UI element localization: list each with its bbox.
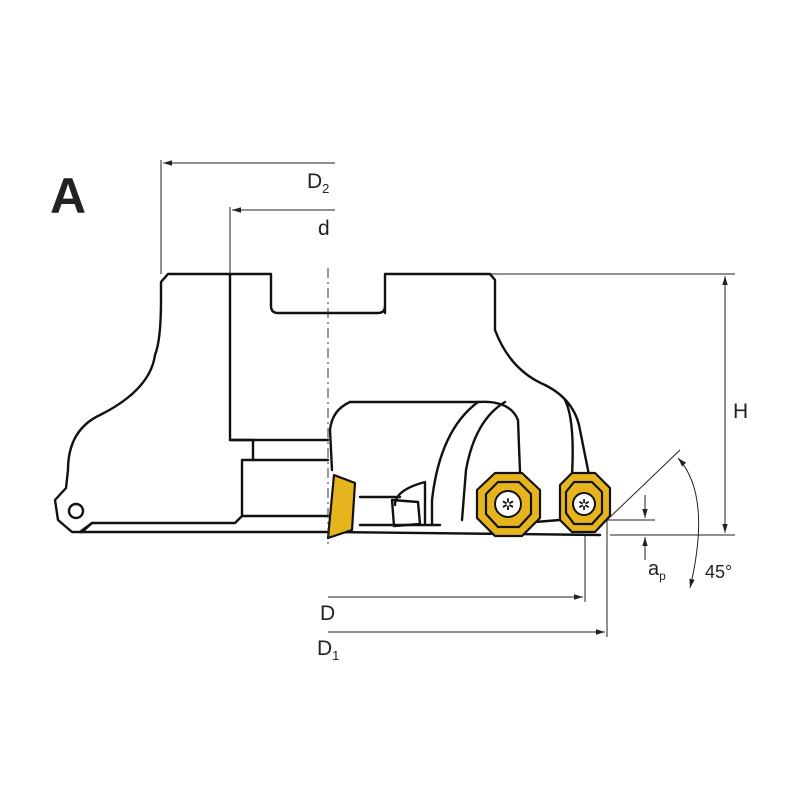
label-d: d [318, 217, 330, 240]
insert-right: ✲ [558, 471, 612, 534]
torx-screw-icon: ✲ [501, 497, 514, 514]
pocket-1 [348, 400, 522, 474]
coolant-hole [67, 502, 85, 520]
label-ap: ap [648, 558, 666, 583]
label-D1: D1 [317, 637, 339, 663]
keyway-left [228, 272, 330, 315]
insert-center: ✲ [475, 471, 542, 538]
label-D2: D2 [307, 170, 329, 196]
angle-arc [677, 457, 700, 589]
angle-line [606, 449, 681, 521]
bore-lines [78, 438, 330, 534]
torx-screw-icon: ✲ [578, 498, 591, 514]
insert-left [326, 473, 357, 540]
label-angle: 45° [705, 562, 732, 582]
keyway-right [326, 304, 387, 315]
body-outline-right [383, 272, 597, 507]
label-H: H [733, 400, 748, 423]
hatched-section [53, 272, 255, 534]
figure-label: A [50, 168, 86, 224]
label-D: D [320, 602, 335, 625]
